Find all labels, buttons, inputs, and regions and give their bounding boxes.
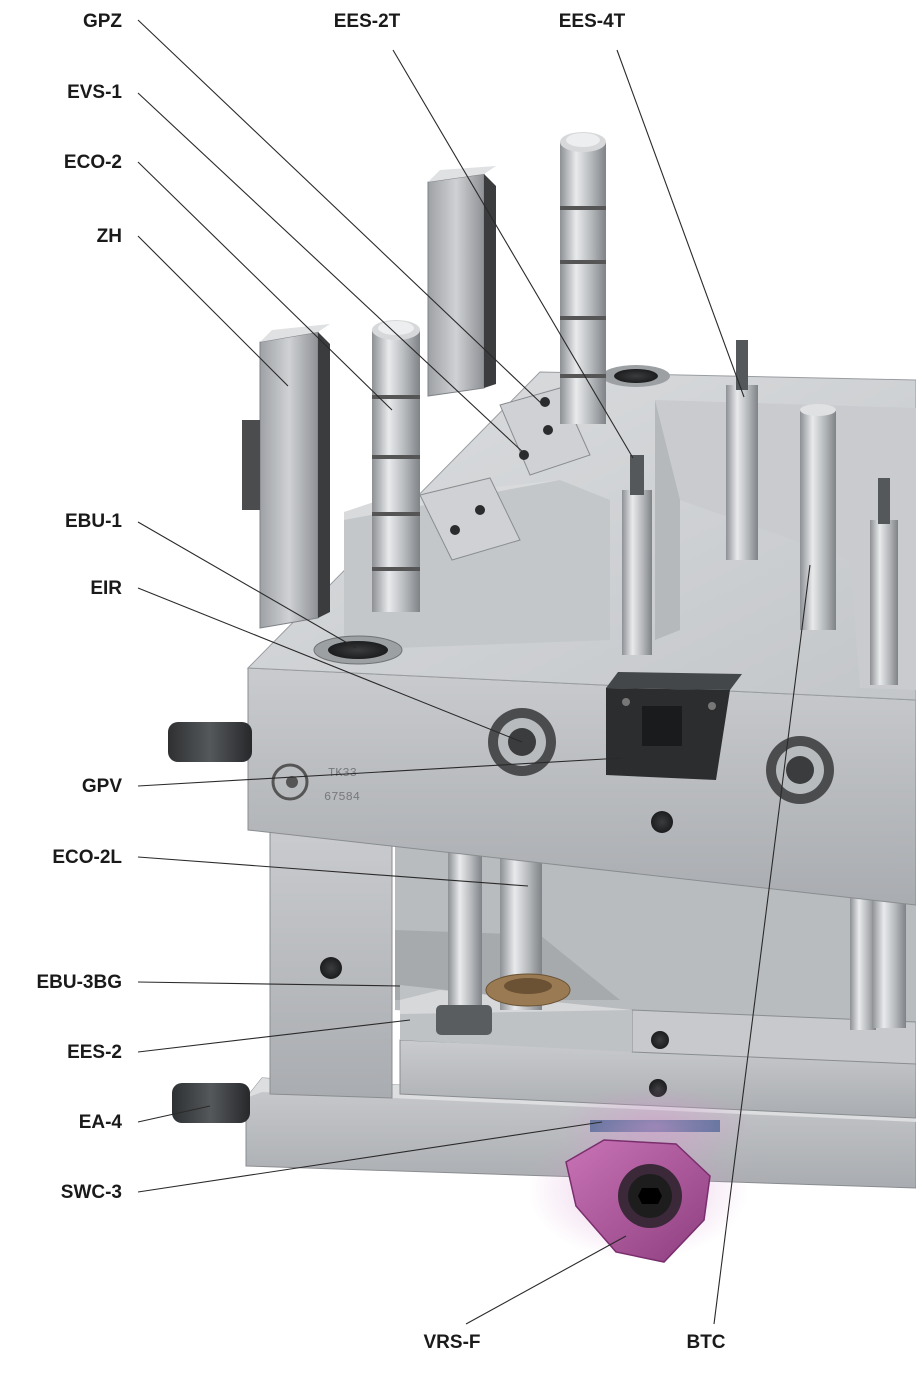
- eco-2-pin: [372, 320, 420, 612]
- ees-4t-pin: [726, 385, 758, 560]
- label-swc-3: SWC-3: [61, 1182, 122, 1203]
- label-btc: BTC: [686, 1332, 725, 1353]
- label-ebu-3bg: EBU-3BG: [36, 972, 122, 993]
- label-ea-4: EA-4: [79, 1112, 123, 1133]
- leader-eir: [137, 587, 523, 743]
- ees-2-stop: [436, 1005, 492, 1035]
- label-vrs-f: VRS-F: [424, 1332, 481, 1353]
- vrs-f-clamp: [528, 1120, 748, 1263]
- label-eco-2: ECO-2: [64, 152, 122, 173]
- leader-ees-2: [137, 1019, 411, 1053]
- zh-bar-back: [427, 173, 485, 397]
- ees-2t-pin: [622, 490, 652, 655]
- callout-labels: GPZ EES-2T EES-4T EVS-1 ECO-2 ZH EBU-1 E…: [36, 11, 725, 1353]
- leader-gpz: [137, 19, 543, 405]
- leader-vrs-f: [465, 1235, 627, 1325]
- label-eco-2l: ECO-2L: [52, 847, 122, 868]
- leader-eco-2l: [137, 856, 529, 887]
- leader-zh: [137, 235, 289, 387]
- label-ees-2t: EES-2T: [334, 11, 401, 32]
- label-zh: ZH: [97, 226, 122, 247]
- label-ees-4t: EES-4T: [559, 11, 626, 32]
- plate-marking-line2: 67584: [324, 790, 360, 804]
- leader-lines: [137, 19, 811, 1325]
- leader-ees-2t: [392, 49, 634, 459]
- leader-gpv: [137, 757, 623, 787]
- plate-marking-line1: TK33: [328, 766, 357, 780]
- zh-bar-front: [259, 331, 319, 629]
- label-evs-1: EVS-1: [67, 82, 122, 103]
- eco-2-pin-back: [560, 132, 606, 424]
- label-gpz: GPZ: [83, 11, 122, 32]
- label-gpv: GPV: [82, 776, 122, 797]
- leader-swc-3: [137, 1121, 603, 1193]
- ea-4-rod: [172, 1083, 250, 1123]
- leader-ees-4t: [616, 49, 745, 398]
- label-ees-2: EES-2: [67, 1042, 122, 1063]
- eco-2l-pin-left: [448, 845, 482, 1015]
- manufacturer-logo: [271, 763, 309, 801]
- leader-ebu-3bg: [137, 981, 401, 987]
- leader-btc: [713, 564, 811, 1325]
- leader-ebu-1: [137, 521, 357, 649]
- leader-ea-4: [137, 1105, 211, 1123]
- eir-insert-right: [766, 736, 834, 804]
- leader-evs-1: [137, 92, 527, 456]
- label-ebu-1: EBU-1: [65, 511, 122, 532]
- mold-illustration: TK33 67584: [168, 132, 916, 1263]
- label-eir: EIR: [90, 578, 122, 599]
- leader-eco-2: [137, 161, 393, 411]
